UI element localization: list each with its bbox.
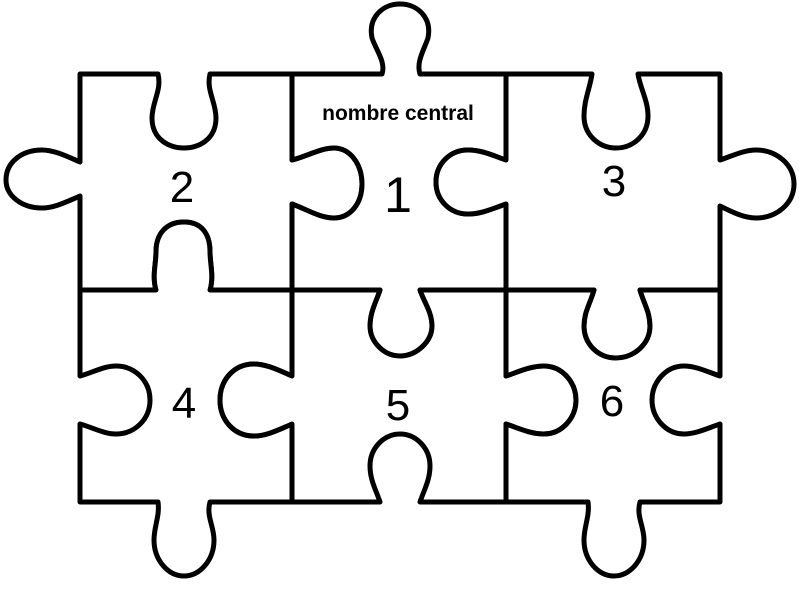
piece-label-1: 1 [384, 167, 412, 223]
puzzle-piece-6 [503, 287, 723, 579]
piece-label-3: 3 [602, 157, 626, 206]
piece-label-5: 5 [386, 381, 410, 430]
piece-label-6: 6 [600, 377, 624, 426]
piece-label-2: 2 [170, 163, 194, 212]
piece-label-4: 4 [172, 379, 196, 428]
central-name-caption: nombre central [322, 102, 474, 125]
